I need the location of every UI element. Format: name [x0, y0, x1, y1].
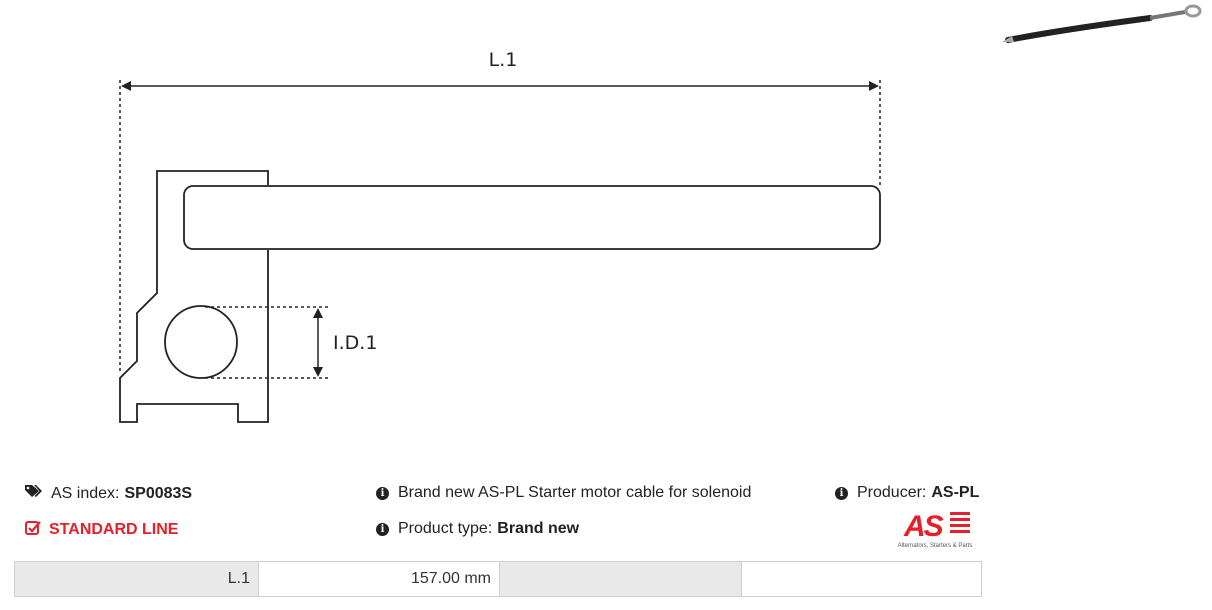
description-text: Brand new AS-PL Starter motor cable for … — [398, 484, 752, 501]
length-dimension: L.1 — [119, 49, 881, 372]
logo-tagline: Alternators, Starters & Parts — [898, 543, 973, 549]
length-label: L.1 — [489, 49, 518, 71]
info-circle-icon: i — [376, 486, 389, 500]
as-pl-logo: AS Alternators, Starters & Parts — [898, 510, 973, 549]
technical-drawing: L.1 I.D.1 — [119, 49, 881, 423]
spec-value-2 — [741, 562, 981, 596]
producer-label: Producer: — [857, 484, 927, 501]
specs-table: L.1 157.00 mm — [14, 561, 982, 597]
standard-line-label: STANDARD LINE — [49, 521, 179, 538]
product-description: i Brand new AS-PL Starter motor cable fo… — [376, 484, 751, 502]
lug-hole — [164, 305, 238, 379]
cable-body — [183, 185, 881, 250]
product-type-label: Product type: — [398, 520, 493, 537]
tags-icon — [25, 484, 43, 503]
check-square-icon — [25, 520, 41, 540]
spec-name-2 — [499, 562, 741, 596]
product-thumbnail[interactable] — [1000, 0, 1212, 50]
inner-diameter-dimension: I.D.1 — [205, 306, 377, 379]
inner-diameter-label: I.D.1 — [333, 332, 377, 354]
as-index-label: AS index: — [51, 484, 120, 502]
producer-value: AS-PL — [931, 484, 980, 501]
product-type-value: Brand new — [497, 520, 580, 537]
as-index-value: SP0083S — [124, 484, 193, 502]
producer: i Producer: AS-PL — [835, 484, 979, 502]
terminal-lug — [119, 170, 269, 423]
product-type: i Product type: Brand new — [376, 520, 579, 538]
spec-name: L.1 — [15, 562, 258, 596]
info-circle-icon: i — [835, 486, 848, 500]
svg-text:AS: AS — [903, 510, 944, 543]
as-index: AS index: SP0083S — [25, 484, 192, 503]
spec-value: 157.00 mm — [258, 562, 499, 596]
info-circle-icon: i — [376, 522, 389, 536]
standard-line-badge: STANDARD LINE — [25, 520, 178, 540]
